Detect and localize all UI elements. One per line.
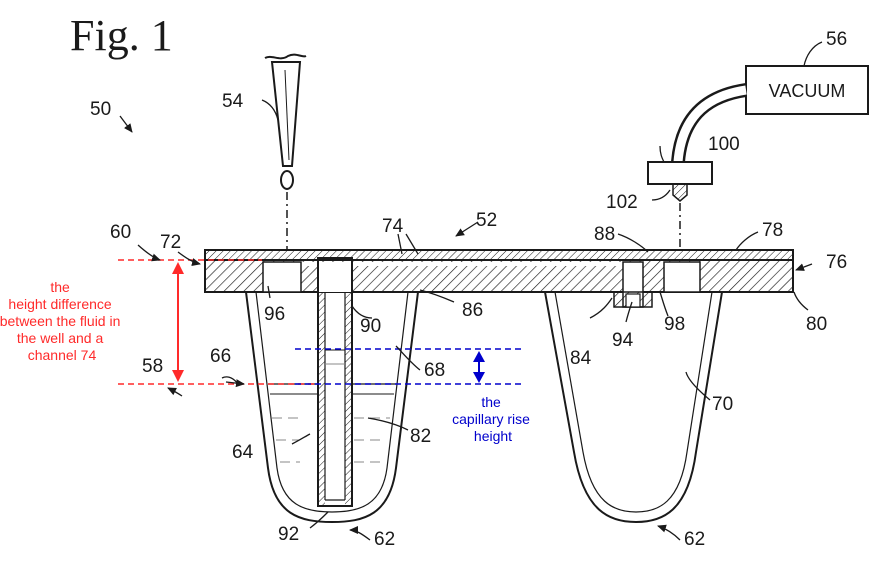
ref-58: 58 (142, 356, 163, 377)
ref-102: 102 (606, 192, 638, 213)
capillary-rise-annotation: the capillary rise height (295, 348, 534, 444)
right-well (544, 291, 723, 524)
figure-title: Fig. 1 (70, 11, 173, 60)
ref-86: 86 (462, 300, 483, 321)
cr-line-1: the (481, 394, 501, 410)
cr-line-3: height (474, 428, 512, 444)
ref-78: 78 (762, 220, 783, 241)
ref-90: 90 (360, 316, 381, 337)
ref-76: 76 (826, 252, 847, 273)
vacuum-source: VACUUM (671, 65, 869, 163)
ref-62-left: 62 (374, 529, 395, 550)
plate (204, 249, 794, 308)
ref-98: 98 (664, 314, 685, 335)
ref-66: 66 (210, 346, 231, 367)
ref-84: 84 (570, 348, 592, 369)
hd-line-4: the well and a (17, 330, 104, 346)
ref-64: 64 (232, 442, 254, 463)
reference-numerals: 50 54 56 100 102 60 72 74 52 88 78 76 80… (90, 29, 847, 550)
pipette (264, 53, 307, 250)
ref-96: 96 (264, 304, 285, 325)
ref-56: 56 (826, 29, 847, 50)
ref-60: 60 (110, 222, 131, 243)
ref-100: 100 (708, 134, 740, 155)
ref-82: 82 (410, 426, 431, 447)
capillary-tube (317, 257, 353, 507)
ref-74: 74 (382, 216, 404, 237)
ref-68: 68 (424, 360, 445, 381)
ref-92: 92 (278, 524, 299, 545)
ref-94: 94 (612, 330, 634, 351)
hd-line-2: height difference (8, 296, 111, 312)
vacuum-head (647, 161, 713, 250)
hd-line-5: channel 74 (28, 347, 97, 363)
height-difference-annotation: the height difference between the fluid … (0, 259, 318, 385)
hd-line-3: between the fluid in (0, 313, 120, 329)
ref-54: 54 (222, 91, 244, 112)
capillary-rise-label: the capillary rise height (452, 394, 534, 444)
leader-lines (119, 41, 823, 541)
ref-50: 50 (90, 99, 111, 120)
ref-88: 88 (594, 224, 615, 245)
ref-80: 80 (806, 314, 827, 335)
cr-line-2: capillary rise (452, 411, 530, 427)
ref-70: 70 (712, 394, 733, 415)
ref-72: 72 (160, 232, 181, 253)
ref-62-right: 62 (684, 529, 705, 550)
vacuum-label: VACUUM (769, 81, 846, 101)
height-difference-label: the height difference between the fluid … (0, 279, 124, 363)
hd-line-1: the (50, 279, 70, 295)
ref-52: 52 (476, 210, 497, 231)
